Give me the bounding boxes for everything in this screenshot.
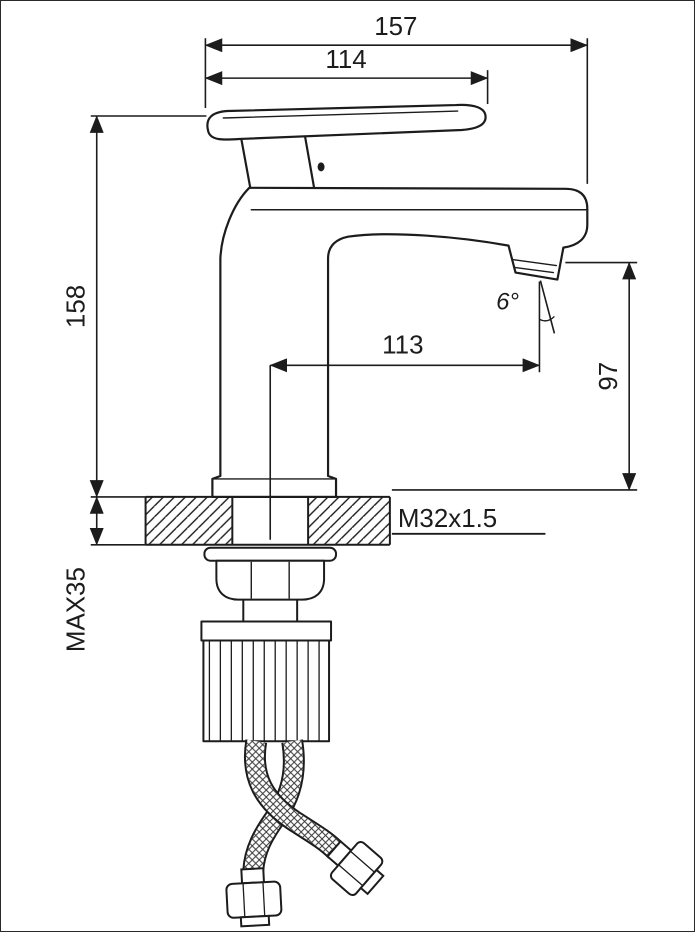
dim-angle-label: 6° — [496, 288, 519, 315]
ribbed-nut-collar — [200, 620, 333, 642]
handle-screw-dot — [317, 162, 325, 172]
handle-pivot — [240, 135, 316, 189]
handle-lever — [206, 103, 487, 141]
dim-114-label: 114 — [325, 46, 366, 74]
ribbed-nut-ribs — [208, 640, 320, 742]
dimension-max-thickness: MAX35 — [63, 496, 146, 652]
hoses-group — [225, 739, 385, 928]
hose-fitting-right — [326, 839, 385, 896]
crown-nut — [215, 559, 326, 601]
dim-157-label: 157 — [374, 13, 417, 41]
dim-113-label: 113 — [382, 331, 423, 359]
dim-97-label: 97 — [595, 362, 623, 391]
mounting-washer — [203, 546, 338, 562]
handle-top-edge — [222, 110, 459, 119]
thread-spec-callout: M32x1.5 — [391, 505, 546, 535]
dimension-handle-width: 114 — [204, 46, 489, 105]
hose-fitting-bottom — [225, 867, 283, 928]
faucet-body-group — [206, 103, 589, 499]
dim-max35-label: MAX35 — [63, 567, 91, 652]
counter-outline — [144, 495, 391, 546]
aerator-lines — [511, 258, 558, 274]
angle-arc — [539, 315, 555, 322]
angle-line — [539, 280, 556, 334]
ribbed-nut-body — [202, 639, 331, 743]
crown-nut-facets — [250, 561, 290, 599]
dimension-spout-angle: 6° — [496, 280, 556, 334]
shank-neck — [242, 599, 299, 622]
dimension-top-width: 157 — [204, 13, 589, 184]
dimension-spout-height: 97 — [391, 261, 638, 491]
counter-hatch-right — [308, 496, 390, 545]
hose-right-braid — [245, 739, 343, 858]
countertop-group — [144, 495, 391, 546]
dim-158-label: 158 — [63, 285, 91, 328]
dimension-height: 158 — [63, 115, 207, 498]
mounting-hardware-group — [200, 546, 338, 743]
dimension-spout-reach: 113 — [269, 281, 541, 540]
faucet-outline — [211, 186, 589, 499]
counter-hatch-left — [145, 496, 233, 545]
thread-spec-label: M32x1.5 — [398, 505, 497, 533]
